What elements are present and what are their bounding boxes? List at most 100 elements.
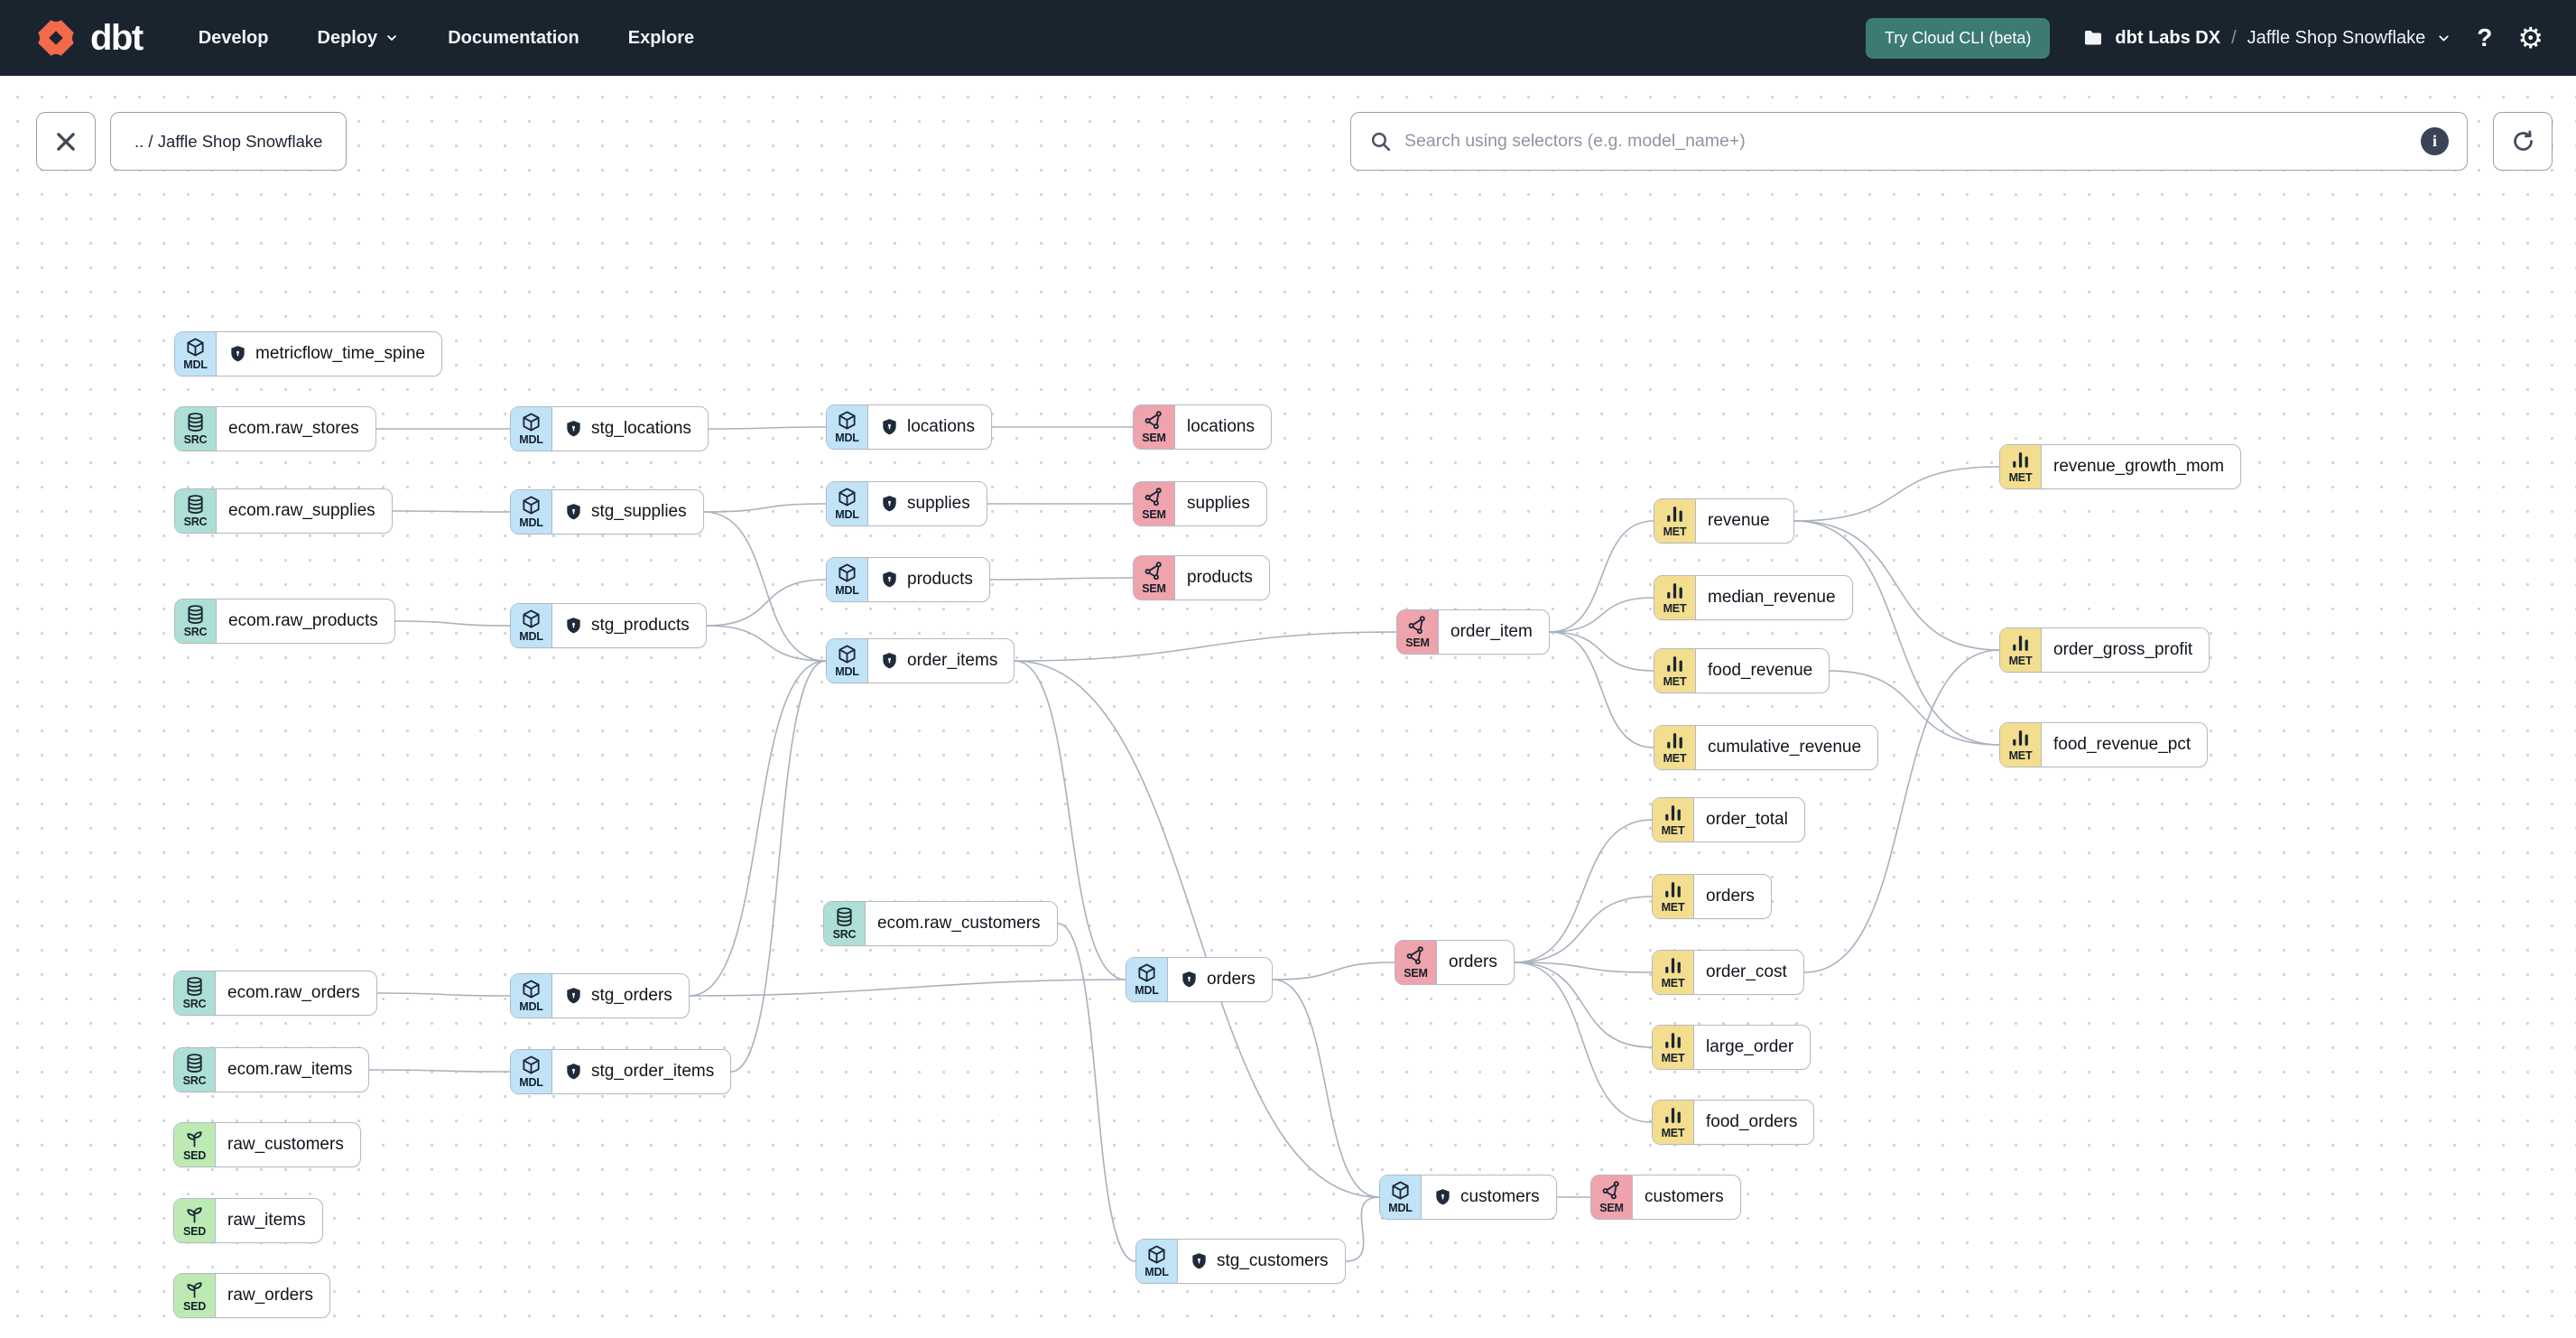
node-type-cell: SEM (1591, 1175, 1633, 1219)
nav-item-develop[interactable]: Develop (198, 27, 269, 48)
dbt-logo[interactable]: dbt (32, 14, 144, 61)
node-body: orders (1437, 941, 1514, 984)
node-type-cell: SEM (1395, 941, 1437, 984)
node-type-cell: SRC (824, 902, 866, 945)
edge-orders_sem-to-order_total_met (1514, 819, 1653, 963)
close-lineage-button[interactable] (36, 112, 96, 171)
try-cloud-cli-button[interactable]: Try Cloud CLI (beta) (1866, 17, 2051, 59)
nav-item-documentation[interactable]: Documentation (448, 27, 579, 48)
node-body: locations (868, 405, 991, 449)
node-body: food_revenue_pct (2042, 723, 2207, 767)
nav-item-explore[interactable]: Explore (627, 27, 695, 48)
nav-item-deploy[interactable]: Deploy (318, 28, 400, 49)
node-label: order_item (1450, 622, 1533, 641)
search-input[interactable] (1404, 131, 2408, 152)
node-body: median_revenue (1696, 576, 1852, 619)
node-type-label: MDL (835, 507, 859, 521)
node-body: locations (1175, 405, 1271, 449)
node-body: ecom.raw_supplies (217, 489, 392, 533)
info-icon[interactable]: i (2421, 127, 2449, 155)
top-navbar: dbt Develop Deploy Documentation Explore… (0, 0, 2576, 76)
breadcrumb-separator: / (2231, 27, 2237, 48)
node-type-label: SED (182, 1299, 207, 1313)
node-type-cell: MDL (1136, 1240, 1178, 1283)
cube-icon (837, 484, 857, 507)
node-body: products (868, 558, 989, 601)
refresh-button[interactable] (2493, 112, 2553, 171)
brand-wordmark: dbt (90, 17, 144, 58)
cube-icon (837, 560, 857, 583)
edge-stg_products-to-products_mdl (706, 579, 827, 627)
node-type-label: MET (1661, 976, 1685, 990)
help-icon[interactable]: ? (2477, 23, 2493, 51)
node-label: stg_products (591, 616, 690, 635)
node-body: food_orders (1694, 1101, 1813, 1144)
database-icon (184, 1050, 205, 1073)
node-food_revenue_pct_met[interactable]: MET food_revenue_pct (1999, 722, 2209, 767)
lineage-canvas[interactable]: .. / Jaffle Shop Snowflake i MDLmetricfl… (0, 76, 2576, 1338)
edge-stg_order_items-to-order_items (730, 660, 827, 1073)
breadcrumb[interactable]: .. / Jaffle Shop Snowflake (110, 112, 347, 171)
shield-icon (880, 650, 899, 672)
gear-icon[interactable]: ⚙ (2517, 22, 2544, 54)
node-type-label: SRC (182, 1073, 207, 1087)
edge-stg_supplies-to-supplies_mdl (703, 503, 827, 513)
bar-chart-icon (2010, 447, 2031, 470)
node-type-cell: SRC (175, 599, 217, 643)
node-type-cell: SEM (1134, 556, 1175, 599)
node-label: ecom.raw_items (227, 1060, 353, 1079)
node-type-label: MET (1661, 823, 1685, 837)
node-type-label: MET (2008, 470, 2033, 484)
node-label: customers (1460, 1187, 1540, 1206)
cube-icon (521, 976, 542, 999)
node-raw_items_src[interactable]: SRC ecom.raw_items (173, 1047, 370, 1092)
search-icon (1371, 132, 1391, 152)
node-type-cell: SED (174, 1123, 216, 1166)
node-body: ecom.raw_orders (216, 971, 376, 1015)
node-raw_orders_sed[interactable]: SED raw_orders (173, 1273, 331, 1318)
node-label: raw_orders (227, 1286, 314, 1305)
node-body: stg_products (552, 604, 706, 647)
node-type-label: MET (2008, 748, 2033, 762)
node-type-cell: MET (1653, 1101, 1694, 1144)
shield-icon (564, 418, 583, 440)
project-switcher[interactable]: dbt Labs DX / Jaffle Shop Snowflake (2082, 27, 2451, 49)
